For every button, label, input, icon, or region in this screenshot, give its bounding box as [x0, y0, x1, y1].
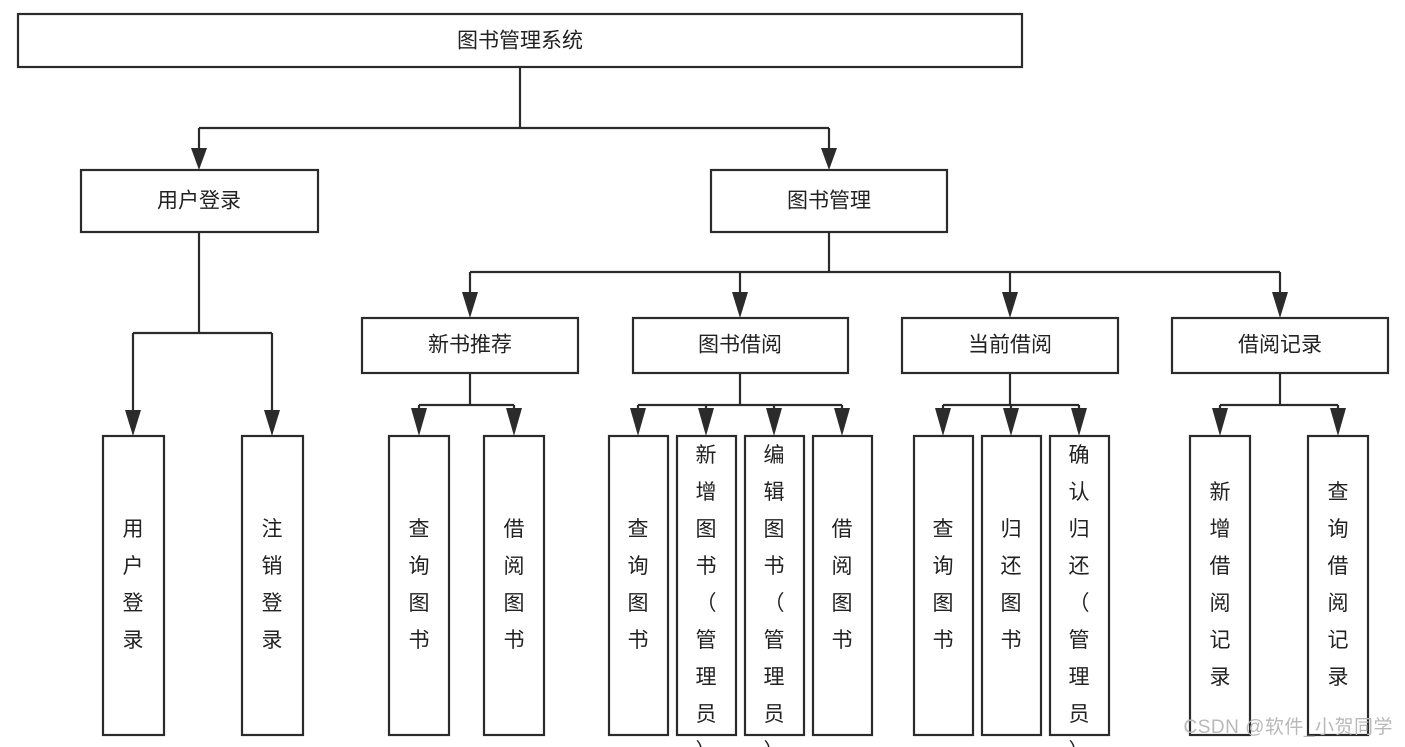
node-leaf-bb-borrow-book-box[interactable] [811, 434, 874, 737]
node-leaf-bb-borrow-book[interactable]: 借阅图书 [811, 434, 874, 737]
node-leaf-cb-return-book-label: 归还图书 [1001, 518, 1022, 652]
arrow-head-user-login [191, 148, 207, 170]
node-user-login-box[interactable] [79, 168, 320, 234]
node-leaf-bb-query-book-box[interactable] [607, 434, 670, 737]
node-leaf-cb-confirm-return[interactable]: 确认归还（管理员） [1048, 434, 1111, 747]
arrow-head-new-book-rec [462, 292, 478, 318]
node-leaf-br-add-record-box[interactable] [1188, 434, 1252, 737]
arrow-head-nbr-borrow-book [506, 408, 522, 436]
node-book-borrow[interactable]: 图书借阅 [631, 316, 850, 375]
node-leaf-bb-query-book[interactable]: 查询图书 [607, 434, 670, 737]
arrow-head-leaf-logout [264, 410, 280, 436]
node-leaf-bb-add-book-label: 新增图书（管理员） [696, 444, 717, 747]
arrow-head-book-mgmt [821, 148, 837, 170]
node-leaf-bb-edit-book-box[interactable] [743, 434, 806, 737]
node-borrow-record[interactable]: 借阅记录 [1170, 316, 1390, 375]
connector-group-root [191, 67, 837, 170]
node-current-borrow[interactable]: 当前借阅 [900, 316, 1120, 375]
node-leaf-nbr-query-book-box[interactable] [387, 434, 451, 737]
node-book-borrow-label: 图书借阅 [698, 334, 782, 357]
arrow-head-br-add-record [1212, 408, 1228, 436]
node-leaf-nbr-borrow-book-box[interactable] [482, 434, 546, 737]
node-leaf-br-query-record-label: 查询借阅记录 [1328, 481, 1349, 689]
node-book-management[interactable]: 图书管理 [709, 168, 949, 234]
arrow-head-bb-edit-book [766, 408, 782, 436]
node-leaf-br-add-record[interactable]: 新增借阅记录 [1188, 434, 1252, 737]
node-leaf-bb-query-book-label: 查询图书 [628, 518, 649, 652]
node-leaf-cb-confirm-return-label: 确认归还（管理员） [1069, 444, 1090, 747]
csdn-watermark: CSDN @软件_小贺同学 [1183, 717, 1393, 738]
node-leaf-bb-edit-book-label: 编辑图书（管理员） [764, 444, 785, 747]
node-leaf-logout[interactable]: 注销登录 [240, 434, 305, 737]
arrow-head-borrow-record [1272, 292, 1288, 318]
connector-group-new-book-rec [411, 373, 522, 436]
connector-group-user-login [125, 232, 280, 436]
node-new-book-recommend[interactable]: 新书推荐 [360, 316, 580, 375]
node-user-login-label: 用户登录 [157, 190, 241, 213]
node-borrow-record-box[interactable] [1170, 316, 1390, 375]
connector-group-borrow-record [1212, 373, 1346, 436]
node-leaf-logout-label: 注销登录 [262, 518, 283, 652]
node-leaf-nbr-query-book-label: 查询图书 [409, 518, 430, 652]
node-leaf-br-query-record-box[interactable] [1306, 434, 1370, 737]
node-current-borrow-label: 当前借阅 [968, 334, 1052, 357]
node-leaf-cb-query-book[interactable]: 查询图书 [912, 434, 975, 737]
arrow-head-cb-return-book [1003, 408, 1019, 436]
node-leaf-br-query-record[interactable]: 查询借阅记录 [1306, 434, 1370, 737]
node-leaf-nbr-query-book[interactable]: 查询图书 [387, 434, 451, 737]
node-root-system-box[interactable] [16, 12, 1024, 69]
arrow-head-bb-borrow-book [834, 408, 850, 436]
node-borrow-record-label: 借阅记录 [1238, 334, 1322, 357]
node-leaf-cb-return-book-box[interactable] [980, 434, 1043, 737]
arrow-head-bb-add-book [698, 408, 714, 436]
node-leaf-cb-return-book[interactable]: 归还图书 [980, 434, 1043, 737]
node-leaf-user-login-label: 用户登录 [123, 518, 144, 652]
arrow-head-current-borrow [1002, 292, 1018, 318]
node-leaf-bb-borrow-book-label: 借阅图书 [832, 518, 853, 652]
node-leaf-user-login[interactable]: 用户登录 [101, 434, 166, 737]
node-leaf-user-login-box[interactable] [101, 434, 166, 737]
arrow-head-bb-query-book [630, 408, 646, 436]
connector-group-book-borrow [630, 373, 850, 436]
arrow-head-br-query-record [1330, 408, 1346, 436]
node-book-borrow-box[interactable] [631, 316, 850, 375]
node-current-borrow-box[interactable] [900, 316, 1120, 375]
node-leaf-nbr-borrow-book-label: 借阅图书 [504, 518, 525, 652]
node-book-management-label: 图书管理 [787, 190, 871, 213]
node-leaf-bb-edit-book[interactable]: 编辑图书（管理员） [743, 434, 806, 747]
connector-group-book-mgmt [462, 232, 1288, 318]
node-leaf-cb-query-book-box[interactable] [912, 434, 975, 737]
node-leaf-cb-query-book-label: 查询图书 [933, 518, 954, 652]
node-root-system[interactable]: 图书管理系统 [16, 12, 1024, 69]
node-new-book-recommend-box[interactable] [360, 316, 580, 375]
node-root-system-label: 图书管理系统 [457, 30, 583, 53]
node-leaf-logout-box[interactable] [240, 434, 305, 737]
arrow-head-leaf-user-login [125, 410, 141, 436]
arrow-head-nbr-query-book [411, 408, 427, 436]
node-leaf-bb-add-book[interactable]: 新增图书（管理员） [675, 434, 738, 747]
node-leaf-bb-add-book-box[interactable] [675, 434, 738, 737]
node-book-management-box[interactable] [709, 168, 949, 234]
arrow-head-cb-confirm-return [1071, 408, 1087, 436]
node-user-login[interactable]: 用户登录 [79, 168, 320, 234]
node-new-book-recommend-label: 新书推荐 [428, 334, 512, 357]
arrow-head-cb-query-book [935, 408, 951, 436]
node-leaf-cb-confirm-return-box[interactable] [1048, 434, 1111, 737]
node-leaf-br-add-record-label: 新增借阅记录 [1210, 481, 1231, 689]
connector-group-current-borrow [935, 373, 1087, 436]
arrow-head-book-borrow [732, 292, 748, 318]
node-leaf-nbr-borrow-book[interactable]: 借阅图书 [482, 434, 546, 737]
